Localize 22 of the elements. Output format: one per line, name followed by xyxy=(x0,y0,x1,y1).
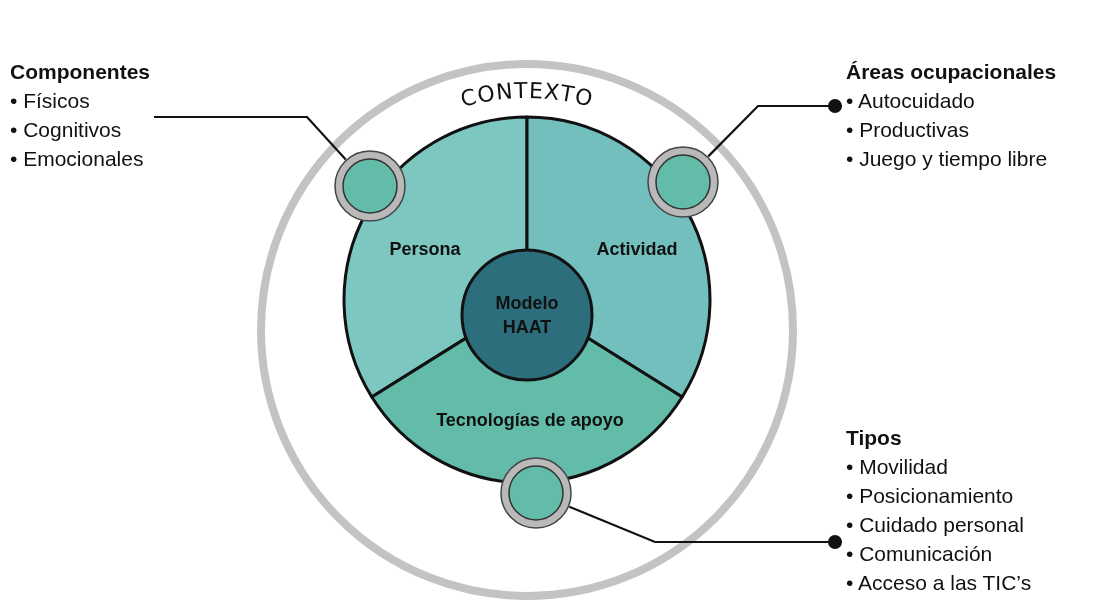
list-item: • Comunicación xyxy=(846,541,994,567)
segment-label: Tecnologías de apoyo xyxy=(436,409,624,431)
leader-line xyxy=(154,115,347,161)
center-label: Modelo HAAT xyxy=(494,292,560,339)
segment-label: Actividad xyxy=(596,238,678,260)
list-heading: Tipos xyxy=(846,425,903,451)
leader-line xyxy=(568,505,842,549)
list-heading: Áreas ocupacionales xyxy=(846,59,1057,85)
list-heading: Componentes xyxy=(10,59,150,85)
context-label: CONTEXTO xyxy=(457,77,596,112)
list-item: • Emocionales xyxy=(10,146,145,172)
list-item: • Físicos xyxy=(10,88,91,114)
list-item: • Movilidad xyxy=(846,454,949,480)
list-item: • Juego y tiempo libre xyxy=(846,146,1049,172)
list-item: • Cuidado personal xyxy=(846,512,1025,538)
list-item: • Productivas xyxy=(846,117,970,143)
leader-line xyxy=(707,99,842,158)
list-item: • Acceso a las TIC’s xyxy=(846,570,1032,596)
list-item: • Cognitivos xyxy=(10,117,123,143)
list-item: • Posicionamiento xyxy=(846,483,1015,509)
list-item: • Autocuidado xyxy=(846,88,976,114)
segment-label: Persona xyxy=(389,238,461,260)
